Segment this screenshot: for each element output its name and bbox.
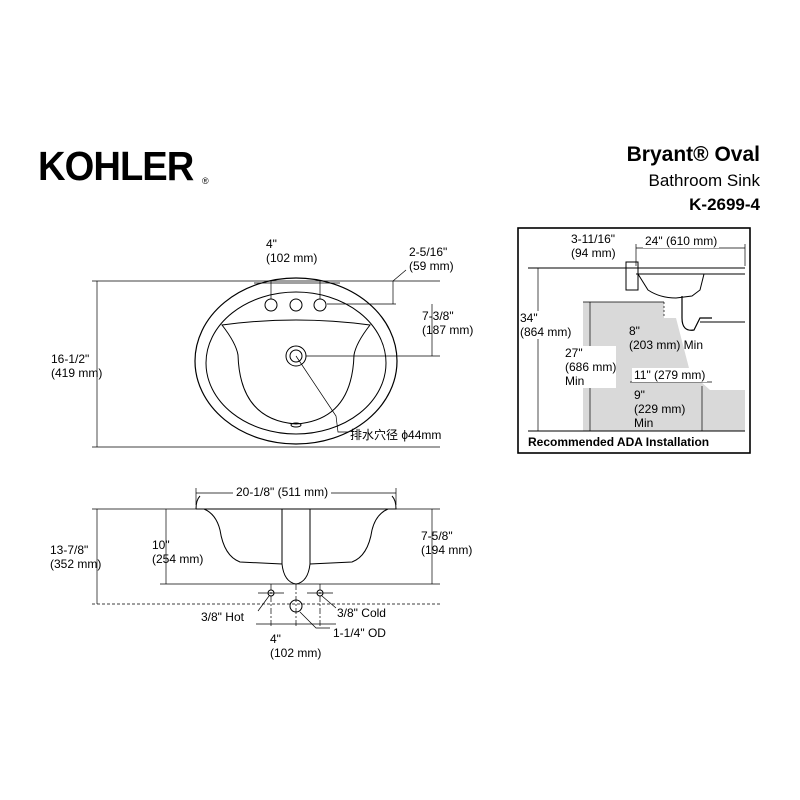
overall-height-label: 13-7/8"(352 mm)	[50, 543, 102, 571]
overflow-slot	[290, 422, 302, 428]
sink-rim-inner	[205, 291, 387, 435]
ada-rim-height-label: 34"(864 mm)	[520, 311, 572, 339]
knee-clearance	[583, 302, 745, 431]
ada-trap	[681, 296, 712, 331]
side-height-label: 7-5/8"(194 mm)	[421, 529, 473, 557]
depth-label: 16-1/2"(419 mm)	[51, 352, 103, 380]
ada-setback-label: 3-11/16"(94 mm)	[571, 232, 616, 260]
bowl-height-label: 10"(254 mm)	[152, 538, 204, 566]
faucet-hole-left	[264, 298, 278, 312]
model-number: K-2699-4	[689, 195, 760, 214]
ada-knee-height-label: 27"(686 mm)Min	[565, 346, 617, 388]
sink-rim-outer	[194, 277, 398, 445]
rim-to-drain-label: 7-3/8"(187 mm)	[422, 309, 474, 337]
drain-hole-label: 排水穴径 ϕ44mm	[350, 428, 442, 442]
front-width-label: 20-1/8" (511 mm)	[233, 485, 332, 499]
faucet-hole-center	[289, 298, 303, 312]
faucet-hole-right	[313, 298, 327, 312]
edge-to-hole-label: 2-5/16"(59 mm)	[409, 245, 454, 273]
product-name: Bryant® Oval	[626, 143, 760, 166]
drain-od-label: 1-1/4" OD	[333, 626, 386, 640]
drain-inner	[289, 349, 303, 363]
ada-sink	[637, 273, 705, 299]
ada-frame	[517, 227, 751, 454]
ada-knee-depth-label: 8"(203 mm) Min	[629, 324, 704, 352]
product-type: Bathroom Sink	[648, 171, 761, 190]
ada-toe-height-label: 9"(229 mm)Min	[634, 388, 686, 430]
hot-label: 3/8" Hot	[201, 610, 244, 624]
front-bowl	[203, 508, 389, 585]
cold-label: 3/8" Cold	[337, 606, 386, 620]
ada-counter-depth-label: 24" (610 mm)	[643, 234, 720, 248]
sink-bowl	[221, 319, 371, 425]
faucet-spacing-label: 4"(102 mm)	[266, 237, 318, 265]
drain-pipe	[289, 599, 303, 613]
supply-spacing-label: 4"(102 mm)	[270, 632, 322, 660]
kohler-logo: KOHLER	[38, 143, 194, 189]
ada-caption: Recommended ADA Installation	[528, 435, 710, 449]
ada-toe-depth-label: 11" (279 mm)	[632, 368, 708, 382]
registered-mark: ®	[202, 176, 209, 186]
